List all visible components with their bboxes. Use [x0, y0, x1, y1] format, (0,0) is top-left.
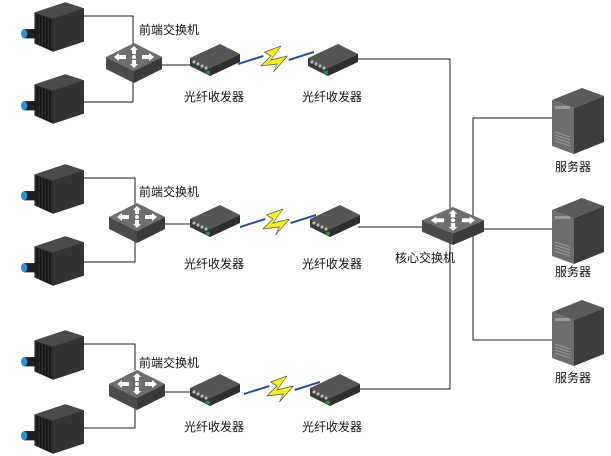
front-switch-label: 前端交换机 [139, 23, 200, 37]
camera-icon [20, 0, 84, 54]
server-icon [552, 88, 604, 154]
camera-link [80, 15, 134, 45]
transceiver-label: 光纤收发器 [184, 420, 245, 434]
fiber-transceiver-icon [308, 44, 358, 76]
server-icon [552, 198, 604, 264]
server-label: 服务器 [555, 265, 592, 279]
fiber-transceiver-icon [310, 205, 360, 237]
camera-link [80, 177, 136, 205]
camera-link [80, 343, 136, 370]
front-switch-icon [109, 370, 165, 410]
server-label: 服务器 [555, 371, 592, 385]
camera-icon [20, 72, 84, 126]
fiber-transceiver-icon [190, 205, 240, 237]
camera-icon [20, 162, 84, 216]
server-icon [552, 300, 604, 366]
transceiver-label: 光纤收发器 [184, 90, 245, 104]
core-switch-label: 核心交换机 [395, 251, 456, 265]
lightning-link-icon [244, 374, 320, 404]
front-switch-label: 前端交换机 [139, 185, 200, 199]
fiber-transceiver-icon [310, 374, 360, 406]
camera-icon [20, 234, 84, 288]
camera-link [80, 238, 136, 263]
lightning-link-icon [238, 44, 314, 74]
camera-link [80, 402, 136, 429]
camera-icon [20, 328, 84, 382]
transceiver-label: 光纤收发器 [302, 257, 363, 271]
trunk-link [358, 227, 451, 390]
core-switch-icon [422, 207, 484, 245]
fiber-transceiver-icon [190, 374, 240, 406]
server-label: 服务器 [555, 160, 592, 174]
lightning-link-icon [240, 207, 316, 237]
transceiver-label: 光纤收发器 [184, 257, 245, 271]
camera-link [80, 76, 134, 103]
front-switch-icon [109, 203, 165, 243]
front-switch-icon [106, 43, 162, 83]
trunk-link [358, 58, 451, 227]
fiber-transceiver-icon [190, 44, 240, 76]
camera-icon [20, 402, 84, 456]
transceiver-label: 光纤收发器 [302, 90, 363, 104]
front-switch-label: 前端交换机 [139, 356, 200, 370]
transceiver-label: 光纤收发器 [302, 420, 363, 434]
